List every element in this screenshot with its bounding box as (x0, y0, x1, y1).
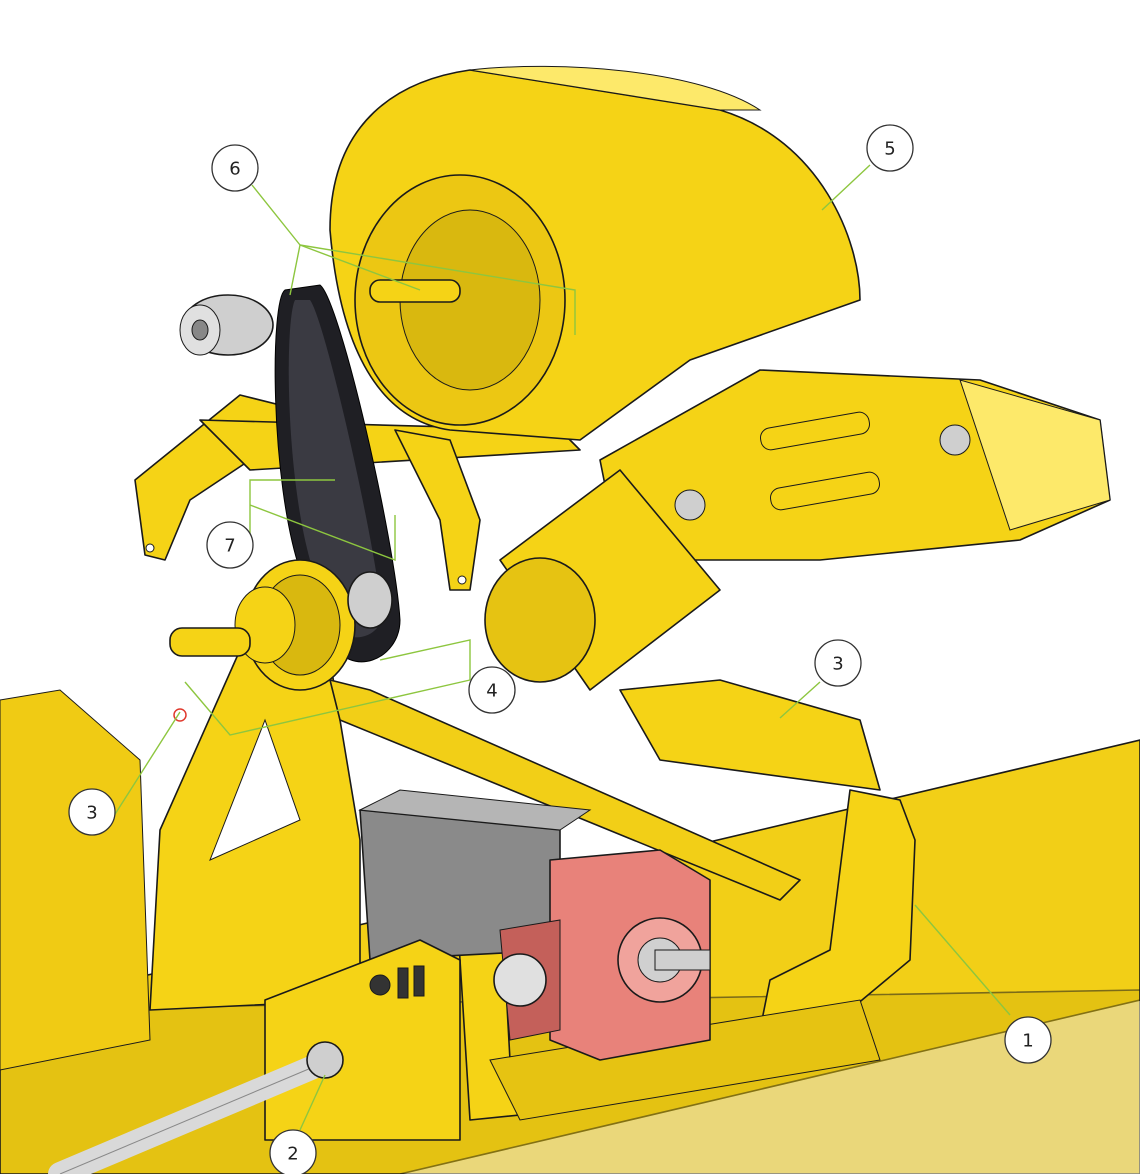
callout-7-label: 7 (224, 536, 235, 557)
leader-7b (249, 504, 396, 562)
blower-scroll-top (469, 65, 762, 111)
small-red-ring (173, 708, 187, 722)
motor-top (358, 789, 592, 831)
callout-3-left-circle (68, 788, 116, 836)
actuator-cylinder-2 (770, 471, 880, 511)
right-angle-gearbox (493, 849, 711, 1061)
leader-lines (104, 164, 1011, 1131)
input-pto-shaft (169, 627, 251, 657)
housing-slot-1 (397, 967, 409, 999)
fork-hole-right (457, 575, 467, 585)
upper-pulley (179, 294, 274, 356)
belt-inner (288, 300, 382, 638)
blower-housing (329, 65, 1111, 691)
callout-7-circle (206, 521, 254, 569)
callout-6-label: 6 (229, 159, 240, 180)
leader-4b (184, 679, 471, 736)
leader-3a (104, 711, 181, 831)
callout-5-label: 5 (884, 139, 895, 160)
callout-2-circle (269, 1129, 317, 1174)
callout-2: 2 (269, 1129, 317, 1174)
blower-outlet-cone-right (959, 379, 1111, 531)
pivot-bearing-left (674, 489, 706, 521)
pivot-bearing-right (939, 424, 971, 456)
callout-4-label: 4 (486, 681, 497, 702)
actuator-cylinder-1 (760, 411, 870, 451)
callouts: 1 2 3 3 4 5 6 7 (68, 124, 1052, 1174)
callout-5-circle (866, 124, 914, 172)
housing-slot-2 (413, 965, 425, 997)
blower-spout-mouth (484, 557, 596, 683)
callout-6-circle (211, 144, 259, 192)
base-beam-left-block (0, 689, 151, 1071)
mount-frame-upper (619, 679, 881, 791)
triangular-support (149, 649, 801, 1011)
idler-pulley (347, 571, 393, 629)
housing-hole (369, 974, 391, 996)
diagonal-brace (329, 679, 801, 901)
shaft-coupling (306, 1041, 344, 1079)
electric-motor (358, 789, 592, 961)
leader-7 (249, 479, 335, 535)
lower-pulley-assembly (169, 559, 393, 722)
support-cutout (209, 718, 301, 861)
callout-3-left-label: 3 (86, 803, 97, 824)
callout-1-circle (1004, 1016, 1052, 1064)
drive-shaft-edge (59, 1059, 331, 1174)
housing-plate (264, 939, 461, 1141)
gearbox-output-shaft (654, 949, 711, 971)
leader-4 (379, 639, 471, 680)
callout-6: 6 (211, 144, 259, 192)
leader-2 (299, 1074, 326, 1131)
leader-3b (779, 681, 821, 719)
callout-3-right-label: 3 (832, 654, 843, 675)
leader-6b (299, 244, 576, 335)
blower-spindle (369, 279, 461, 303)
callout-5: 5 (866, 124, 914, 172)
shaft-housing (48, 939, 461, 1174)
callout-2-label: 2 (287, 1144, 298, 1165)
gearbox-input-flange (493, 953, 547, 1007)
leader-6 (251, 184, 301, 296)
leader-1 (914, 904, 1011, 1016)
callout-3-right: 3 (814, 639, 862, 687)
leader-6c (299, 244, 421, 291)
callout-4: 4 (468, 666, 516, 714)
callout-4-circle (468, 666, 516, 714)
callout-1: 1 (1004, 1016, 1052, 1064)
fork-hole-left (145, 543, 155, 553)
leader-5 (821, 164, 871, 211)
upper-pulley-bore (191, 319, 209, 341)
callout-3-right-circle (814, 639, 862, 687)
callout-7: 7 (206, 521, 254, 569)
callout-1-label: 1 (1022, 1031, 1033, 1052)
fork-arm-right (394, 429, 481, 591)
mount-frame-floor (489, 999, 881, 1121)
callout-3-left: 3 (68, 788, 116, 836)
